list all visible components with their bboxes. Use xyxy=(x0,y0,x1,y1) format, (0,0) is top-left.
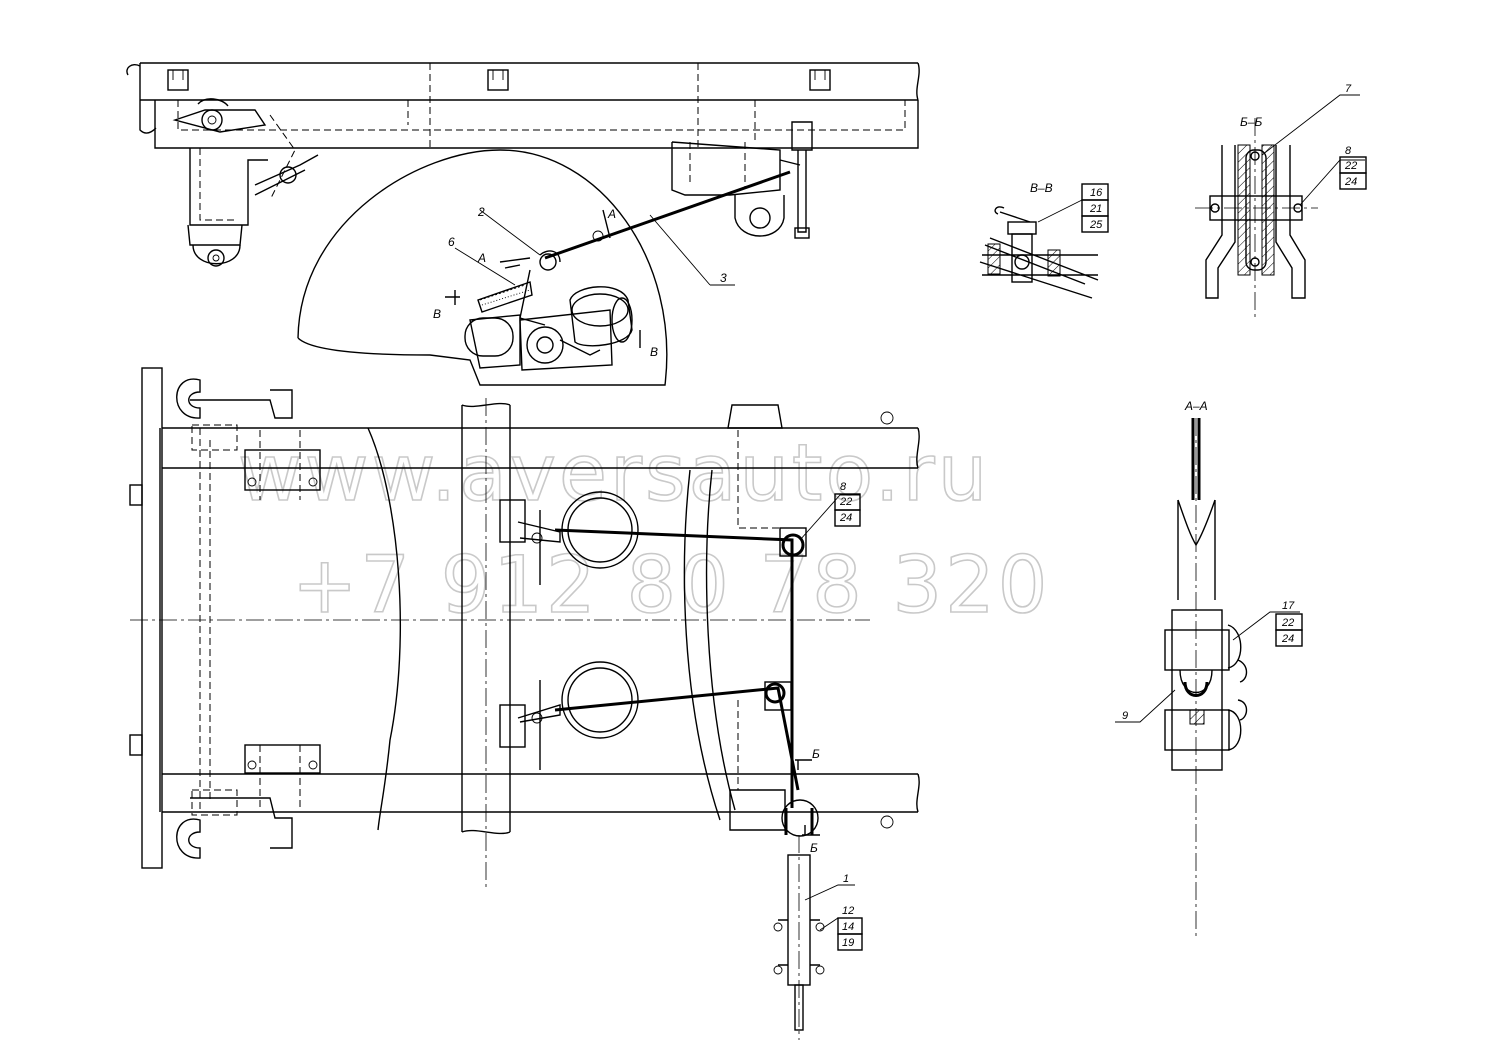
callout-6: 6 xyxy=(448,235,455,249)
callout-12: 12 xyxy=(842,905,854,917)
watermark-phone: +7 912 80 78 320 xyxy=(292,541,1050,631)
cutmark-b-bottom: Б xyxy=(810,841,818,855)
section-vv-title: В–В xyxy=(1030,181,1053,195)
section-bb: Б–Б 7 8 22 24 xyxy=(1195,83,1367,320)
side-view: 2 6 3 А А В В xyxy=(126,62,920,386)
cutmark-a-left: А xyxy=(477,251,486,265)
cutmark-b-top: Б xyxy=(812,747,820,761)
callout-22-aa: 22 xyxy=(1281,617,1294,629)
callout-24-bb: 24 xyxy=(1344,176,1357,188)
callout-16: 16 xyxy=(1090,187,1103,199)
callout-8-plan: 8 xyxy=(840,481,847,493)
callout-22-plan: 22 xyxy=(839,496,852,508)
section-bb-title: Б–Б xyxy=(1240,115,1262,129)
cutmark-a-top: А xyxy=(607,207,616,221)
watermark: www.aversauto.ru +7 912 80 78 320 xyxy=(237,428,1050,632)
section-aa-title: А–А xyxy=(1184,399,1208,413)
callout-7: 7 xyxy=(1345,83,1352,95)
callout-17: 17 xyxy=(1282,600,1295,612)
cutmark-v-left: В xyxy=(433,307,441,321)
section-aa: А–А 17 22 24 9 xyxy=(1115,399,1303,940)
plan-view: 8 22 24 Б Б 1 12 14 19 xyxy=(129,367,920,1040)
callout-8-bb: 8 xyxy=(1345,145,1352,157)
callout-22-bb: 22 xyxy=(1344,160,1357,172)
callout-25: 25 xyxy=(1089,219,1103,231)
callout-9: 9 xyxy=(1122,710,1128,722)
cutmark-v-right: В xyxy=(650,345,658,359)
callout-14: 14 xyxy=(842,921,854,933)
callout-24-plan: 24 xyxy=(839,512,852,524)
callout-21: 21 xyxy=(1089,203,1102,215)
callout-2: 2 xyxy=(477,205,485,219)
section-vv: В–В 16 21 25 xyxy=(979,181,1109,299)
callout-1: 1 xyxy=(843,873,849,885)
callout-24-aa: 24 xyxy=(1281,633,1294,645)
callout-3: 3 xyxy=(720,271,727,285)
callout-19: 19 xyxy=(842,937,854,949)
watermark-site: www.aversauto.ru xyxy=(238,429,990,519)
